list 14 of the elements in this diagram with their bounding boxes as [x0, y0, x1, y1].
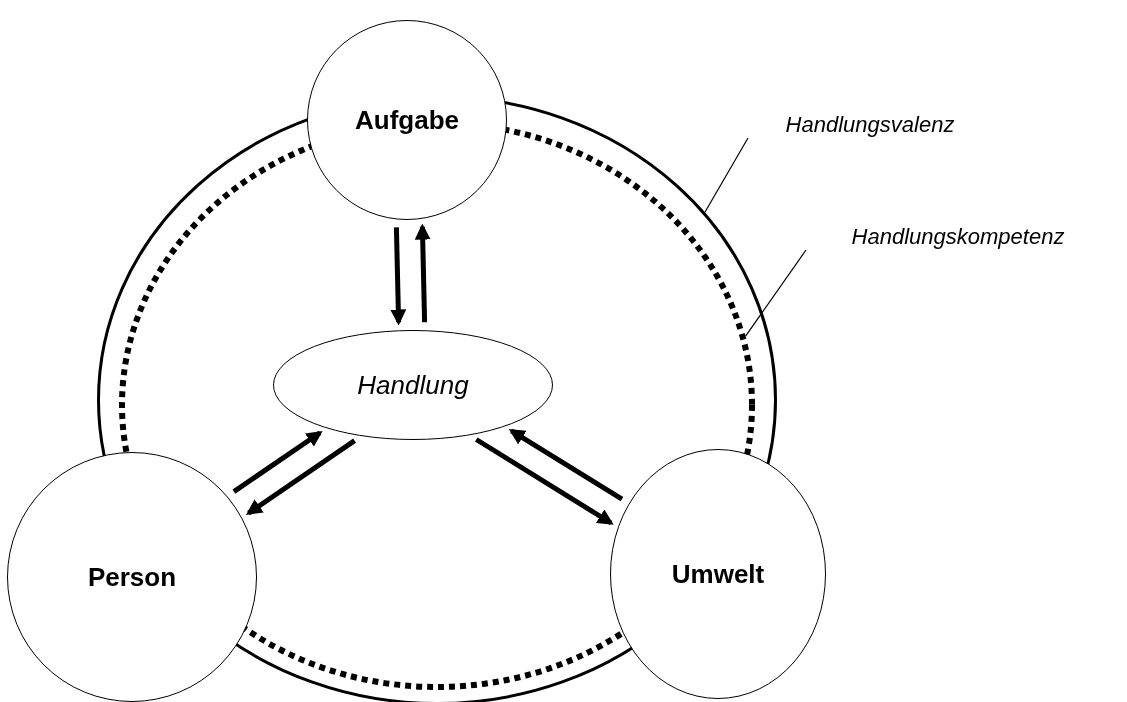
leader-line [704, 137, 749, 213]
arrow [390, 227, 407, 326]
arrow [508, 428, 624, 502]
arrow [245, 438, 356, 516]
arrow [474, 437, 614, 526]
annotation-label: Handlungsvalenz [785, 112, 955, 138]
annotation-label: Handlungskompetenz [851, 224, 1065, 250]
node-label: Umwelt [671, 558, 765, 590]
leader-line [745, 249, 807, 337]
node-label: Aufgabe [355, 104, 459, 136]
node-label: Person [87, 561, 177, 593]
arrow [414, 223, 431, 323]
arrow [232, 430, 323, 494]
node-label: Handlung [357, 369, 469, 401]
